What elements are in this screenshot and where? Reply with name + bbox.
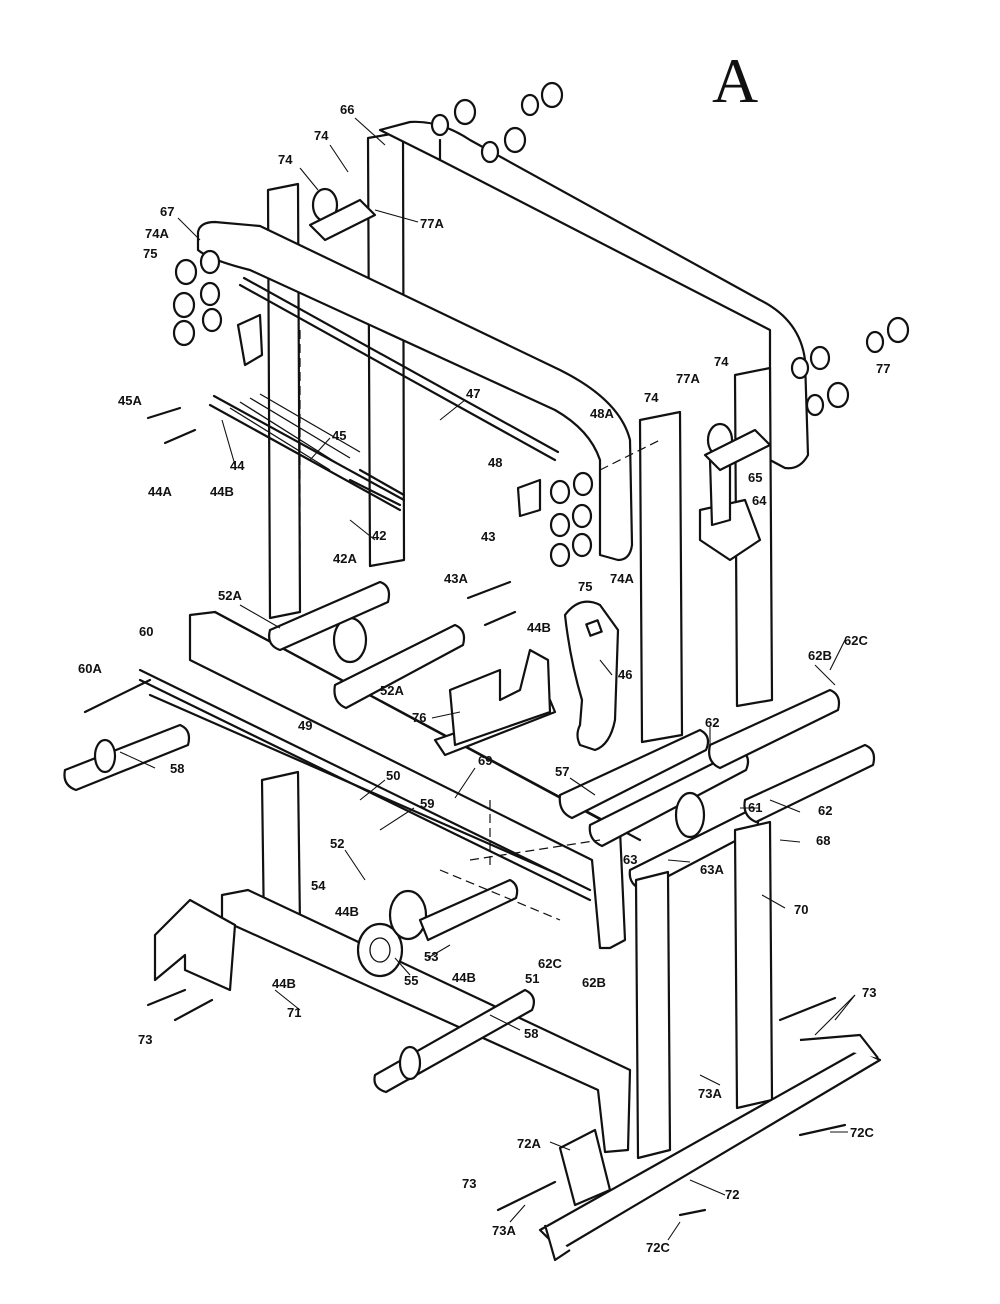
callout-72A: 72A xyxy=(517,1136,541,1151)
callout-77A: 77A xyxy=(420,216,444,231)
callout-49: 49 xyxy=(298,718,312,733)
rollers xyxy=(268,580,876,892)
callout-73: 73 xyxy=(462,1176,476,1191)
callout-75: 75 xyxy=(143,246,157,261)
callout-44B: 44B xyxy=(210,484,234,499)
callout-48: 48 xyxy=(488,455,502,470)
callout-55: 55 xyxy=(404,973,418,988)
callout-63: 63 xyxy=(623,852,637,867)
callout-42A: 42A xyxy=(333,551,357,566)
callout-46: 46 xyxy=(618,667,632,682)
callout-74: 74 xyxy=(714,354,729,369)
callout-73: 73 xyxy=(862,985,876,1000)
callout-62C: 62C xyxy=(844,633,868,648)
callout-44: 44 xyxy=(230,458,245,473)
callout-44A: 44A xyxy=(148,484,172,499)
callout-52A: 52A xyxy=(380,683,404,698)
callout-66: 66 xyxy=(340,102,354,117)
callout-45A: 45A xyxy=(118,393,142,408)
callout-62: 62 xyxy=(818,803,832,818)
figure-letter: A xyxy=(712,45,758,116)
callout-72C: 72C xyxy=(850,1125,874,1140)
callout-57: 57 xyxy=(555,764,569,779)
callout-77: 77 xyxy=(876,361,890,376)
callout-53: 53 xyxy=(424,949,438,964)
callout-64: 64 xyxy=(752,493,767,508)
callout-72C: 72C xyxy=(646,1240,670,1255)
callout-48A: 48A xyxy=(590,406,614,421)
callout-60A: 60A xyxy=(78,661,102,676)
lower-posts xyxy=(260,770,774,1160)
callout-76: 76 xyxy=(412,710,426,725)
gears xyxy=(356,878,519,978)
left-bracket xyxy=(153,898,237,992)
callout-62B: 62B xyxy=(582,975,606,990)
callout-73: 73 xyxy=(138,1032,152,1047)
callout-51: 51 xyxy=(525,971,539,986)
callout-74: 74 xyxy=(314,128,329,143)
callout-70: 70 xyxy=(794,902,808,917)
callout-74: 74 xyxy=(644,390,659,405)
callout-74A: 74A xyxy=(145,226,169,241)
callout-44B: 44B xyxy=(272,976,296,991)
bolts xyxy=(83,406,847,1217)
callout-43: 43 xyxy=(481,529,495,544)
bottom-shaft xyxy=(373,988,535,1094)
lower-bar xyxy=(220,888,632,1154)
hardware-middle xyxy=(516,471,594,568)
callout-47: 47 xyxy=(466,386,480,401)
callout-labels: 66 74 74 77A 67 74A 75 74 77A 77 74 47 4… xyxy=(78,102,890,1255)
callout-61: 61 xyxy=(748,800,762,815)
callout-75: 75 xyxy=(578,579,592,594)
callout-54: 54 xyxy=(311,878,326,893)
callout-68: 68 xyxy=(816,833,830,848)
callout-45: 45 xyxy=(332,428,346,443)
callout-62: 62 xyxy=(705,715,719,730)
callout-74A: 74A xyxy=(610,571,634,586)
callout-62B: 62B xyxy=(808,648,832,663)
top-shafts xyxy=(208,276,560,512)
callout-73A: 73A xyxy=(492,1223,516,1238)
lever-arm xyxy=(563,600,620,752)
callout-58: 58 xyxy=(524,1026,538,1041)
callout-65: 65 xyxy=(748,470,762,485)
callout-52: 52 xyxy=(330,836,344,851)
v-block xyxy=(433,648,557,757)
right-upright xyxy=(638,366,774,744)
callout-58: 58 xyxy=(170,761,184,776)
leader-lines xyxy=(119,117,856,1241)
callout-50: 50 xyxy=(386,768,400,783)
callout-72: 72 xyxy=(725,1187,739,1202)
callout-69: 69 xyxy=(478,753,492,768)
callout-67: 67 xyxy=(160,204,174,219)
callout-60: 60 xyxy=(139,624,153,639)
callout-44B: 44B xyxy=(527,620,551,635)
right-bracket xyxy=(698,453,762,562)
callout-62C: 62C xyxy=(538,956,562,971)
hardware-left xyxy=(172,249,264,367)
assembly-guides xyxy=(299,330,661,921)
callout-44B: 44B xyxy=(452,970,476,985)
front-side-plate xyxy=(196,220,634,562)
foot-rail xyxy=(538,1033,882,1262)
callout-74: 74 xyxy=(278,152,293,167)
callout-52A: 52A xyxy=(218,588,242,603)
callout-63A: 63A xyxy=(700,862,724,877)
hardware-top-right xyxy=(430,81,910,417)
callout-59: 59 xyxy=(420,796,434,811)
callout-77A: 77A xyxy=(676,371,700,386)
callout-43A: 43A xyxy=(444,571,468,586)
left-shaft xyxy=(63,723,191,792)
callout-73A: 73A xyxy=(698,1086,722,1101)
upper-spools xyxy=(308,187,772,472)
callout-71: 71 xyxy=(287,1005,301,1020)
callout-44B: 44B xyxy=(335,904,359,919)
callout-42: 42 xyxy=(372,528,386,543)
